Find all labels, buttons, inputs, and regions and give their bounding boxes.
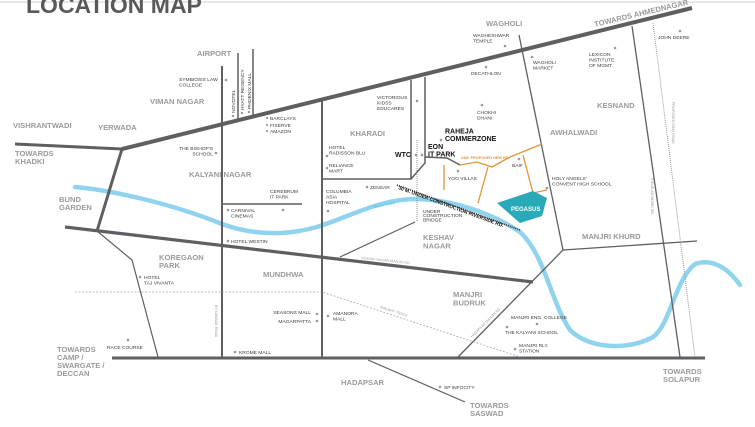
svg-text:DECATHLON: DECATHLON bbox=[471, 71, 501, 77]
svg-text:PROPOSED RING ROAD: PROPOSED RING ROAD bbox=[671, 102, 675, 144]
svg-text:KROME MALL: KROME MALL bbox=[239, 350, 271, 356]
svg-text:NOVOTEL: NOVOTEL bbox=[231, 89, 237, 113]
svg-text:HADAPSAR MANJRI RD.: HADAPSAR MANJRI RD. bbox=[470, 307, 502, 339]
svg-text:AIRPORT: AIRPORT bbox=[197, 49, 232, 58]
svg-text:JOHN DEERE: JOHN DEERE bbox=[658, 35, 690, 41]
svg-text:THEUR-KESNAND RD.: THEUR-KESNAND RD. bbox=[650, 177, 654, 215]
svg-text:HADAPSAR: HADAPSAR bbox=[341, 378, 385, 387]
svg-text:MANJRI ENG. COLLEGE: MANJRI ENG. COLLEGE bbox=[511, 315, 568, 321]
svg-text:BT KAWADE ROAD: BT KAWADE ROAD bbox=[214, 305, 218, 338]
svg-text:KHARADI: KHARADI bbox=[350, 129, 385, 138]
project-name[interactable]: PEGASUS bbox=[511, 207, 540, 213]
svg-text:TOWARDS AHMEDNAGAR: TOWARDS AHMEDNAGAR bbox=[593, 0, 689, 29]
svg-text:AWHALWADI: AWHALWADI bbox=[550, 128, 597, 137]
page-title: LOCATION MAP bbox=[26, 0, 202, 18]
svg-text:VISHRANTWADI: VISHRANTWADI bbox=[13, 121, 72, 130]
svg-text:KALYANI NAGAR: KALYANI NAGAR bbox=[189, 170, 252, 179]
svg-text:YERWADA: YERWADA bbox=[98, 123, 137, 132]
mula-river bbox=[72, 184, 743, 349]
svg-text:VIMAN NAGAR: VIMAN NAGAR bbox=[150, 97, 205, 106]
svg-text:BARCLAYS: BARCLAYS bbox=[270, 116, 296, 122]
svg-text:SP INFOCITY: SP INFOCITY bbox=[444, 385, 475, 391]
landmark-dots bbox=[126, 29, 682, 389]
svg-text:RACE COURSE: RACE COURSE bbox=[107, 345, 144, 351]
svg-text:SEASONS MALL: SEASONS MALL bbox=[273, 310, 311, 316]
svg-text:PHOENIX MALL: PHOENIX MALL bbox=[247, 73, 253, 109]
svg-text:WTC: WTC bbox=[395, 152, 411, 159]
svg-text:MULA RIVER: MULA RIVER bbox=[373, 201, 396, 209]
svg-text:KESHAV NAGAR-MANJRI RD.: KESHAV NAGAR-MANJRI RD. bbox=[361, 256, 411, 265]
road-network bbox=[14, 6, 705, 403]
svg-text:THE KALYANI SCHOOL: THE KALYANI SCHOOL bbox=[505, 330, 558, 336]
svg-text:WAGHOLI: WAGHOLI bbox=[486, 19, 522, 28]
pegasus-project-marker[interactable] bbox=[497, 191, 547, 223]
svg-text:MANJRI RLY.STATION: MANJRI RLY.STATION bbox=[519, 343, 548, 355]
svg-text:YOO VILLAS: YOO VILLAS bbox=[448, 176, 478, 182]
svg-text:HOLY ANGELS'CONVENT HIGH SCHOO: HOLY ANGELS'CONVENT HIGH SCHOOL bbox=[552, 176, 612, 188]
svg-text:MUNDHWA: MUNDHWA bbox=[263, 270, 304, 279]
svg-text:HYATT REGENCY: HYATT REGENCY bbox=[240, 69, 246, 110]
svg-text:24M. PROPOSED NEW RD.: 24M. PROPOSED NEW RD. bbox=[461, 156, 510, 160]
svg-text:BAIF: BAIF bbox=[512, 163, 523, 169]
svg-text:HOTEL WESTIN: HOTEL WESTIN bbox=[231, 239, 268, 245]
svg-text:MAGARPATTA: MAGARPATTA bbox=[278, 319, 311, 325]
svg-text:ZENSAR: ZENSAR bbox=[370, 185, 390, 191]
svg-text:KESNAND: KESNAND bbox=[597, 101, 635, 110]
svg-text:FISERVE: FISERVE bbox=[270, 123, 292, 129]
svg-text:MANJRI KHURD: MANJRI KHURD bbox=[582, 232, 641, 241]
svg-text:AMAZON: AMAZON bbox=[270, 129, 291, 135]
